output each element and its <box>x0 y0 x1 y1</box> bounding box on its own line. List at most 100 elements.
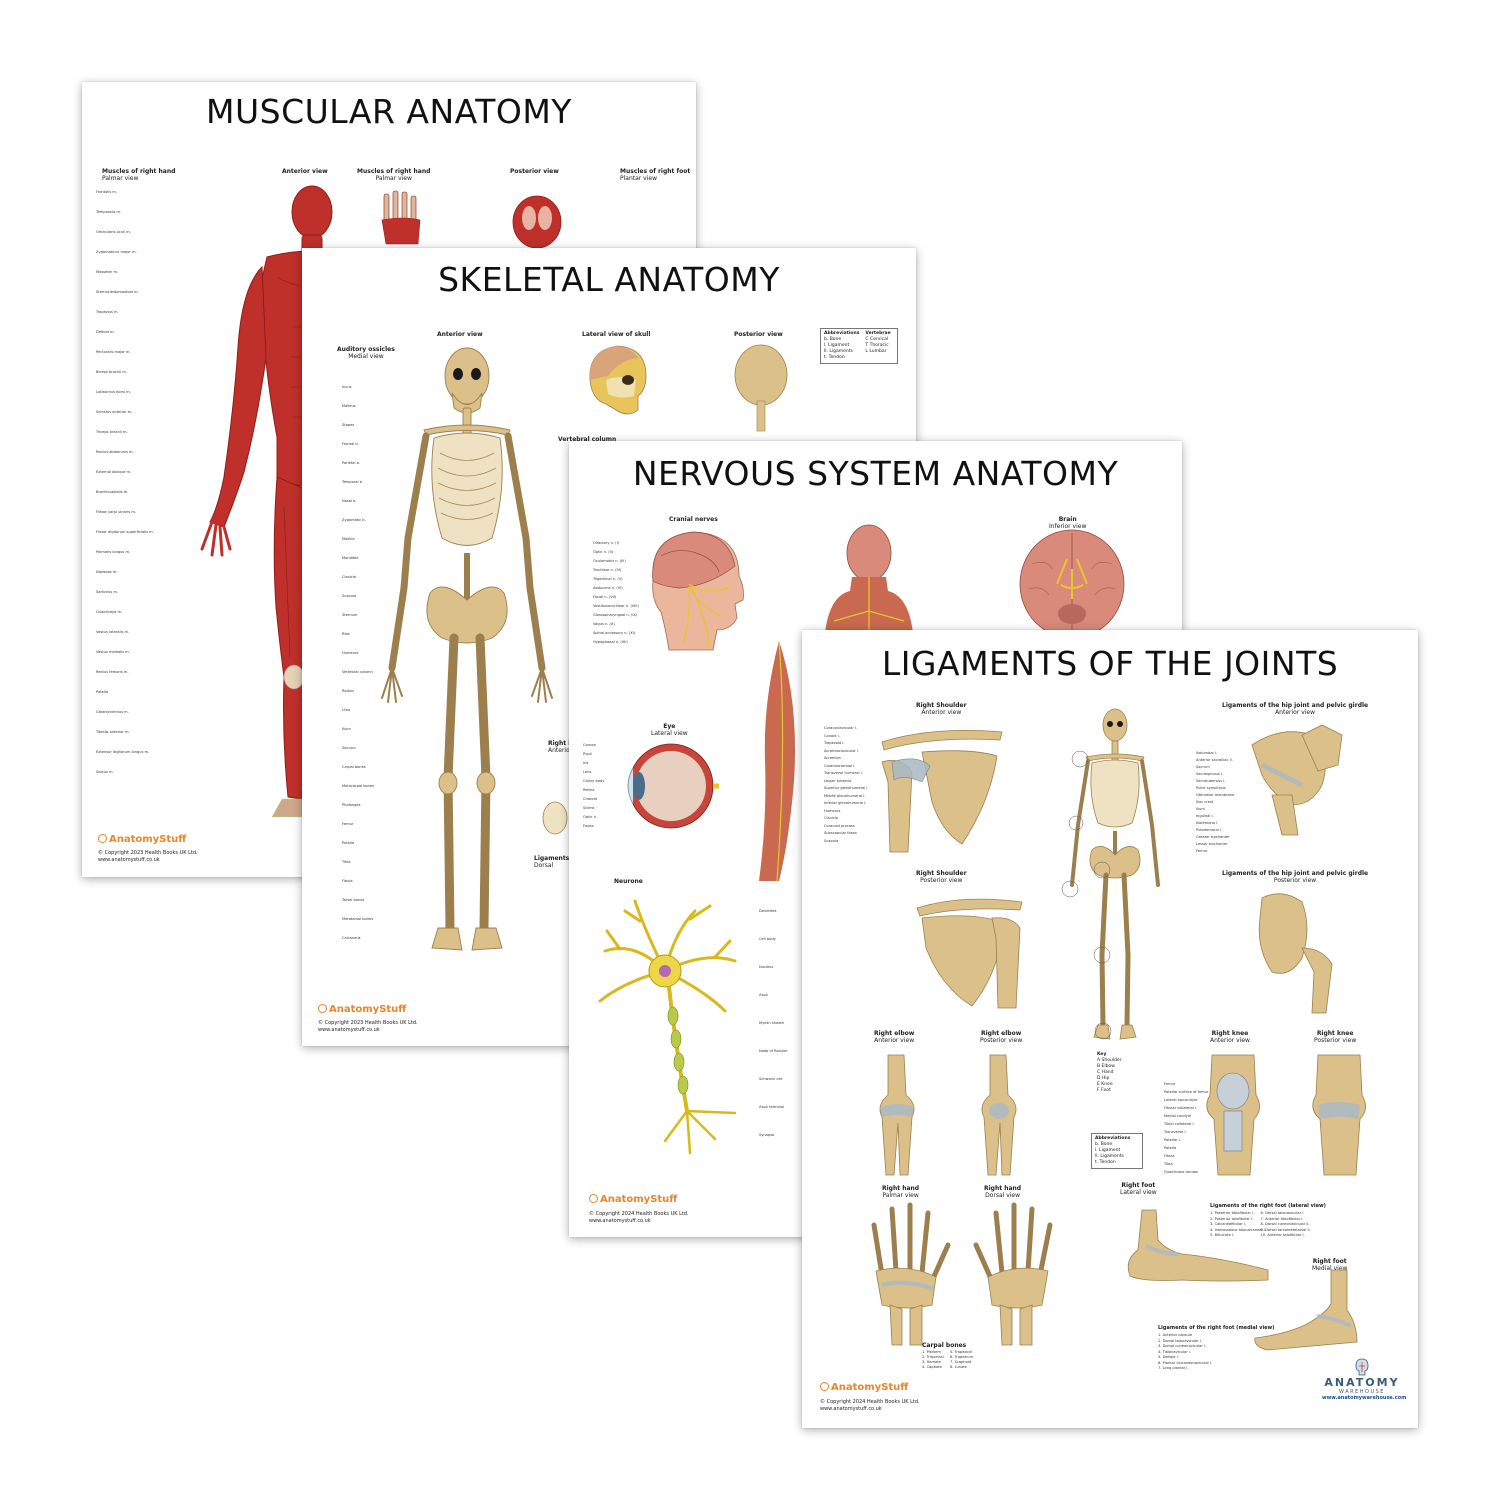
anatomy-label: Inferior glenohumeral l. <box>824 801 867 805</box>
caption-hand-left: Muscles of right hand Palmar view <box>102 168 176 182</box>
anatomy-warehouse-logo: ANATOMY WAREHOUSE www.anatomywarehouse.c… <box>1322 1358 1406 1401</box>
anatomy-label: Brachioradialis m. <box>96 490 129 494</box>
caption-knee-ant: Right knee Anterior view <box>1210 1030 1250 1044</box>
anatomy-label: Masseter m. <box>96 270 119 274</box>
anatomy-label: Iris <box>583 761 589 765</box>
anatomy-label: Pubofemoral l. <box>1196 828 1222 832</box>
anatomy-label: Tibial collateral l. <box>1164 1122 1195 1126</box>
anatomy-label: Fibular collateral l. <box>1164 1106 1198 1110</box>
poster-title: NERVOUS SYSTEM ANATOMY <box>632 454 1119 493</box>
anatomy-label: Fovea <box>583 824 594 828</box>
anatomy-label: Phalanges <box>342 803 361 807</box>
anatomy-label: Ilium <box>1196 807 1205 811</box>
anatomy-label: Oculomotor n. (III) <box>593 559 626 563</box>
anatomy-label: Sacrum <box>1196 765 1210 769</box>
anatomy-label: Sclera <box>583 806 595 810</box>
anatomy-label: Iliopsoas m. <box>96 570 118 574</box>
anatomy-label: Hypoglossal n. (XII) <box>593 640 628 644</box>
eye-figure <box>627 743 719 829</box>
hip-posterior-figure <box>1258 893 1333 1014</box>
anatomy-label: Latissimus dorsi m. <box>96 390 131 394</box>
anatomy-label: Vagus n. (X) <box>593 622 615 626</box>
anatomy-label: Conoid l. <box>824 733 840 738</box>
caption-foot: Muscles of right foot Plantar view <box>620 168 691 182</box>
label-list-shoulder: Coracoclavicular l.Conoid l.Trapezoid l.… <box>824 725 869 845</box>
anatomy-label: 2. Triquetral <box>922 1355 944 1359</box>
anatomy-label: Anterior sacroiliac ll. <box>1196 758 1233 762</box>
abbreviations-box: Abbreviations b. Bone l. Ligament ll. Li… <box>1091 1133 1143 1169</box>
anatomy-label: Axon <box>759 993 768 997</box>
anatomy-label: Trochlear n. (IV) <box>593 568 622 572</box>
anatomy-label: 1. Pisiform <box>922 1350 941 1354</box>
caption-vertebral: Vertebral column <box>558 436 617 443</box>
caption-skull: Lateral view of skull <box>582 331 651 338</box>
anatomy-label: Greater trochanter <box>1196 835 1230 839</box>
anatomy-label: Axon terminal <box>759 1105 785 1109</box>
ligament-skeleton-figure <box>1061 708 1160 1040</box>
anatomy-label: Clavicle <box>342 575 357 579</box>
anatomy-label: Pectoralis major m. <box>96 350 131 354</box>
anatomy-label: Sartorius m. <box>96 590 118 594</box>
anatomy-label: Serratus anterior m. <box>96 410 133 414</box>
anatomy-label: Pubic symphysis <box>1196 786 1226 790</box>
anatomy-label: 4. Tibionavicular l. <box>1158 1349 1191 1354</box>
anatomy-label: Scapula <box>824 838 839 843</box>
anatomy-label: Spinal accessory n. (XI) <box>593 631 636 635</box>
anatomy-label: Sacrotuberous l. <box>1196 779 1226 783</box>
anatomy-label: Subscapular fossa <box>824 831 857 835</box>
caption-foot-lat-list: Ligaments of the right foot (lateral vie… <box>1210 1203 1326 1209</box>
anatomy-label: Vertebral column <box>342 670 373 674</box>
copyright: © Copyright 2023 Health Books UK Ltd. ww… <box>318 1020 418 1033</box>
caption-brain: Brain Inferior view <box>1049 516 1087 530</box>
anatomy-label: Superior glenohumeral l. <box>824 786 869 790</box>
caption-cranial: Cranial nerves <box>669 516 718 523</box>
anatomy-label: Patellar l. <box>1164 1138 1181 1142</box>
anatomy-label: Humerus <box>824 808 841 813</box>
anatomy-label: Patella <box>1164 1146 1177 1150</box>
anatomy-label: Deltoid m. <box>96 330 115 334</box>
anatomy-label: Flexor digitorum superficialis m. <box>96 530 154 534</box>
hand-palmar-figure <box>871 1202 951 1346</box>
caption-elbow-ant: Right elbow Anterior view <box>874 1030 915 1044</box>
poster-ligaments: LIGAMENTS OF THE JOINTS Right Shoulder A… <box>802 630 1418 1428</box>
anatomy-label: 1. Anterior capsule <box>1158 1333 1193 1337</box>
anatomy-label: Vestibulocochlear n. (VIII) <box>593 604 639 608</box>
caption-knee: Right knee Anterior view <box>548 740 588 754</box>
knee-anterior-figure <box>1206 1054 1260 1176</box>
caption-neurone: Neurone <box>614 878 643 885</box>
copyright: © Copyright 2024 Health Books UK Ltd. ww… <box>589 1211 689 1224</box>
label-list-cranial: Olfactory n. (I)Optic n. (II)Oculomotor … <box>593 539 639 647</box>
anatomy-label: Clavicle <box>824 816 839 820</box>
anatomy-label: 4. Capitate <box>922 1365 942 1369</box>
hand-dorsal-figure <box>973 1202 1053 1346</box>
anatomy-label: Lateral epicondyle <box>1164 1098 1198 1102</box>
anatomy-label: Retina <box>583 788 595 792</box>
copyright: © Copyright 2024 Health Books UK Ltd. ww… <box>820 1399 920 1412</box>
caption-shoulder-post: Right Shoulder Posterior view <box>916 870 967 884</box>
anatomy-label: 3. Dorsal cuneonavicular l. <box>1158 1344 1206 1348</box>
anatomy-label: 8. Lunate <box>950 1365 967 1369</box>
caption-ligaments: Ligaments of Dorsal <box>534 855 579 869</box>
anatomy-label: Myelin sheath <box>759 1021 785 1025</box>
anatomy-label: 10. Anterior talofibular l. <box>1260 1233 1305 1237</box>
anatomy-label: Femur <box>1196 849 1208 853</box>
foot-medial-figure <box>1254 1269 1358 1351</box>
anatomy-label: Quadriceps tendon <box>1164 1170 1199 1174</box>
anatomy-label: Nasal b. <box>342 499 357 503</box>
anatomy-label: 6. Trapezium <box>950 1355 974 1359</box>
anatomy-label: 2. Posterior talofibular l. <box>1210 1216 1254 1221</box>
poster-title: SKELETAL ANATOMY <box>438 260 780 299</box>
anatomy-label: Optic n. <box>583 815 598 819</box>
anatomy-label: Humerus <box>342 651 359 655</box>
anatomy-label: Node of Ranvier <box>759 1049 788 1053</box>
anatomy-label: Tarsal bones <box>342 898 365 902</box>
anatomy-label: Coracoacromial l. <box>824 763 856 768</box>
anatomy-label: 1. Posterior tibiofibular l. <box>1210 1211 1255 1215</box>
anatomy-label: Sternum <box>342 613 358 617</box>
brand-logo: AnatomyStuff <box>589 1194 677 1205</box>
anatomy-label: Lesser trochanter <box>1196 842 1228 846</box>
anatomy-label: Radius <box>342 689 355 693</box>
anatomy-label: 5. Trapezoid <box>950 1350 972 1354</box>
